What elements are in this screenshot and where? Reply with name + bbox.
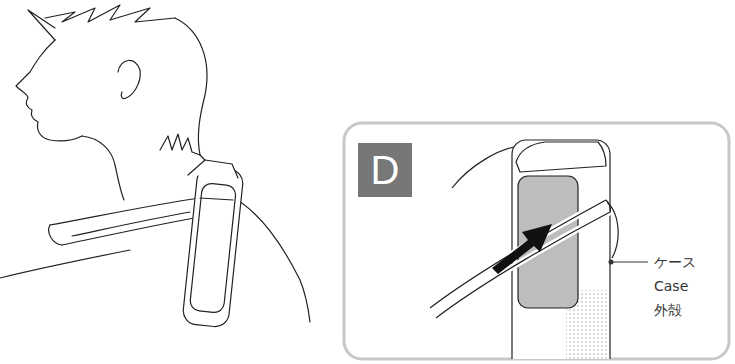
part-label: Case [654,277,688,295]
leader-line [611,261,648,262]
leader-dot [609,260,614,265]
device-detail [430,140,618,359]
step-letter: D [371,150,400,190]
person-figure [0,5,310,328]
part-label: ケース [654,253,696,271]
part-label: 外殻 [654,301,682,319]
push-arrow [492,224,552,274]
step-badge [358,143,412,197]
